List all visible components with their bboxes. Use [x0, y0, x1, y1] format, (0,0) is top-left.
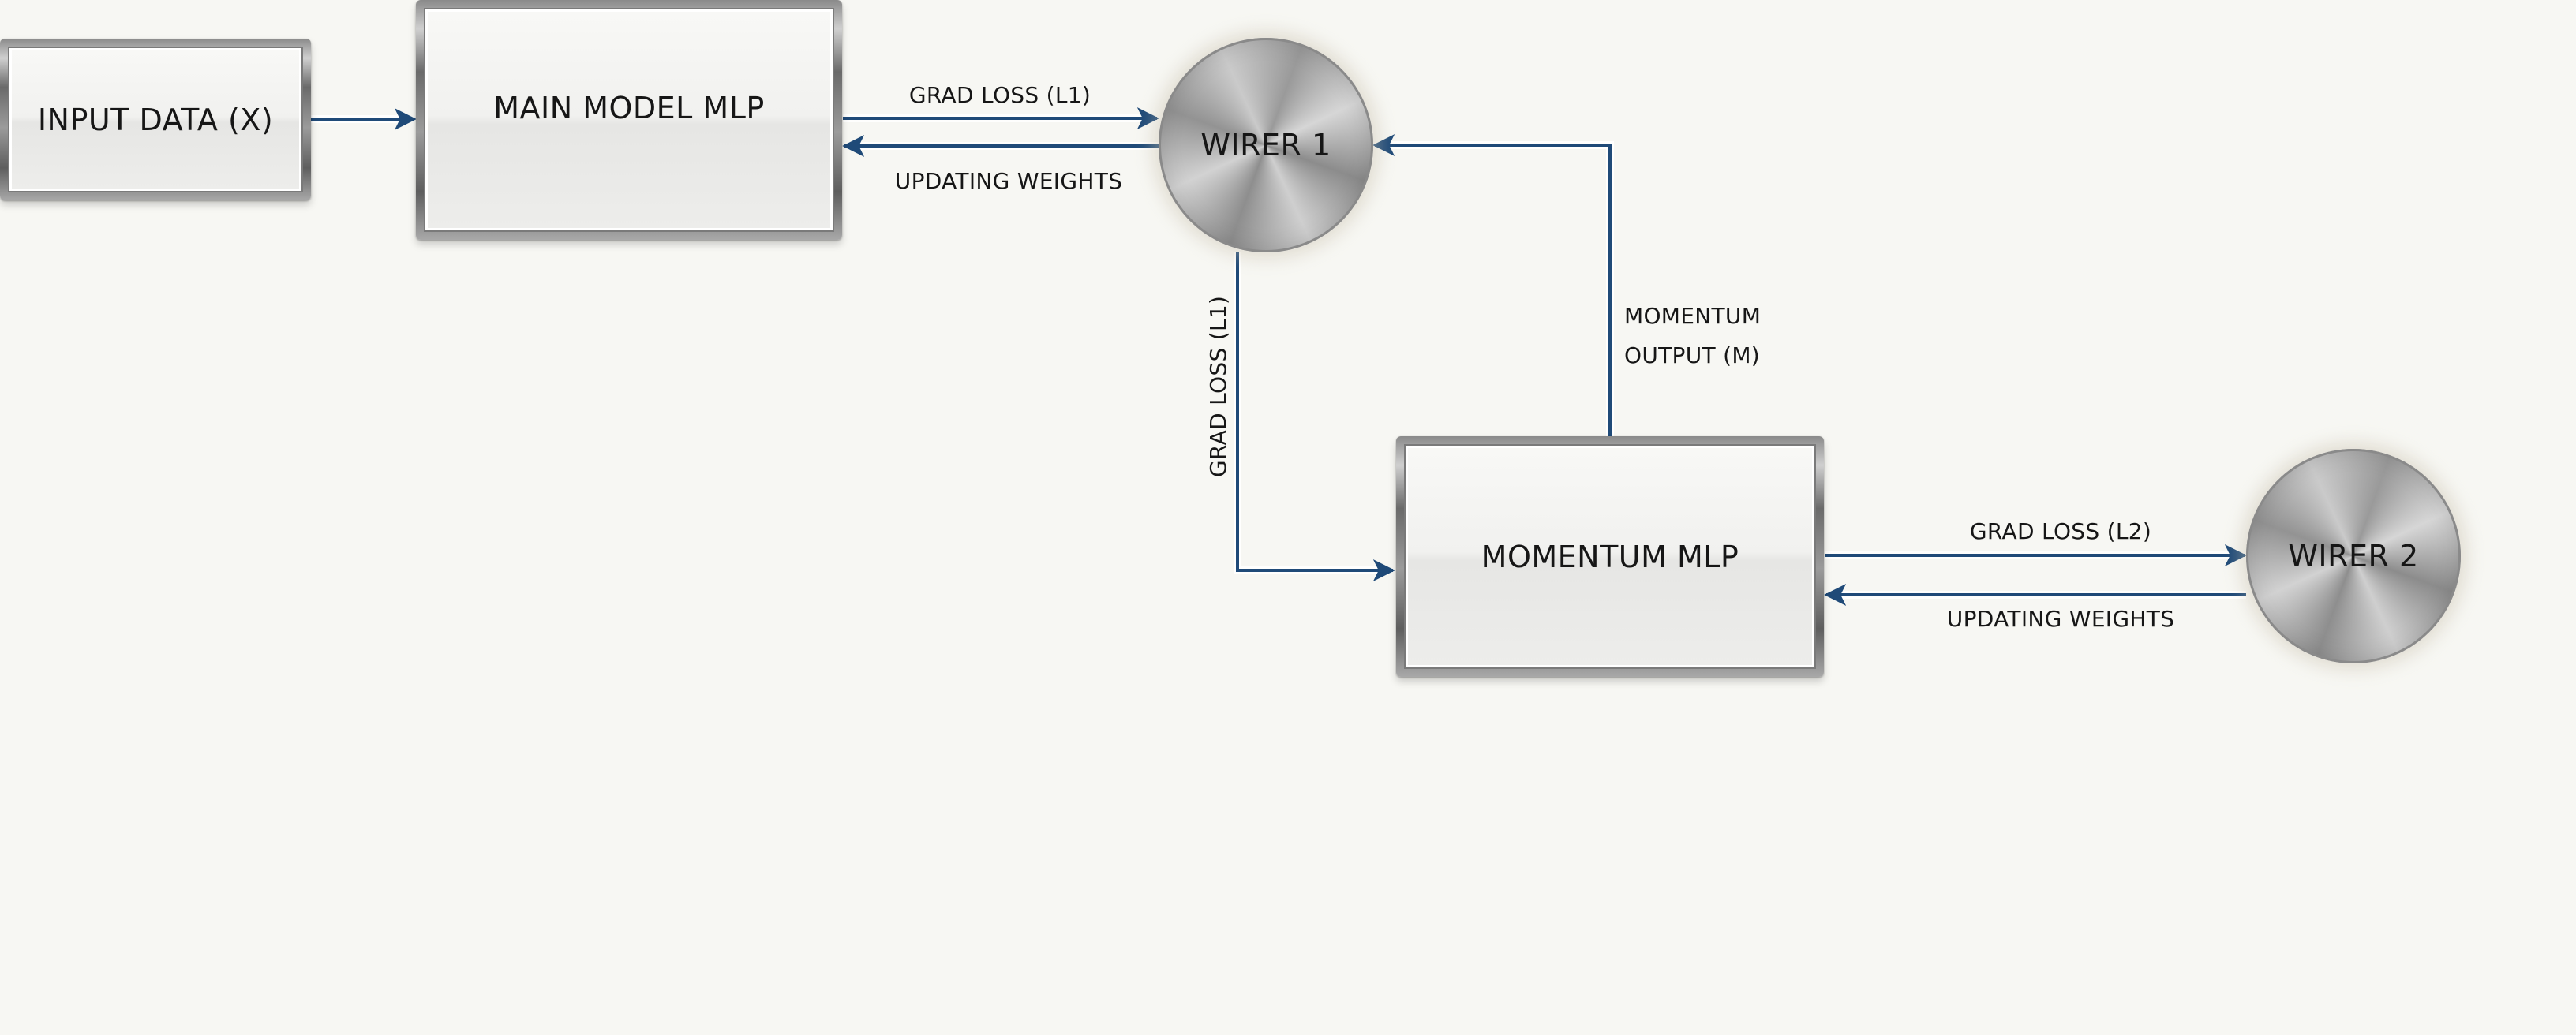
edge-label-grad-loss-l2: GRAD LOSS (L2): [1969, 518, 2152, 544]
arrow-wirer1-to-momentum: [1236, 252, 1395, 581]
edge-label-grad-loss-l1-top: GRAD LOSS (L1): [908, 82, 1091, 108]
edge-label-momentum-output-line1: MOMENTUM: [1624, 303, 1762, 329]
wirer-2-node[interactable]: WIRER 2: [2246, 449, 2461, 663]
edge-label-updating-weights-top: UPDATING WEIGHTS: [894, 168, 1123, 194]
wirer-1-node[interactable]: WIRER 1: [1159, 38, 1373, 252]
edge-label-momentum-output-line2: OUTPUT (M): [1624, 342, 1761, 368]
input-data-label: INPUT DATA (X): [37, 102, 274, 137]
wirer-2-label: WIRER 2: [2288, 539, 2419, 574]
momentum-mlp-label: MOMENTUM MLP: [1481, 539, 1739, 574]
main-model-mlp-node-face: MAIN MODEL MLP: [424, 8, 834, 232]
arrow-momentum-to-wirer1: [1372, 134, 1612, 436]
edge-label-updating-weights-bottom: UPDATING WEIGHTS: [1946, 606, 2175, 632]
main-model-mlp-label: MAIN MODEL MLP: [493, 91, 765, 125]
input-data-node-face: INPUT DATA (X): [8, 47, 303, 192]
edge-label-grad-loss-l1-vertical: GRAD LOSS (L1): [1205, 295, 1231, 477]
input-data-node[interactable]: INPUT DATA (X): [0, 39, 311, 200]
momentum-mlp-node[interactable]: MOMENTUM MLP: [1396, 436, 1824, 677]
momentum-mlp-node-face: MOMENTUM MLP: [1404, 444, 1816, 669]
wirer-1-label: WIRER 1: [1200, 128, 1331, 163]
main-model-mlp-node[interactable]: MAIN MODEL MLP: [416, 0, 842, 240]
